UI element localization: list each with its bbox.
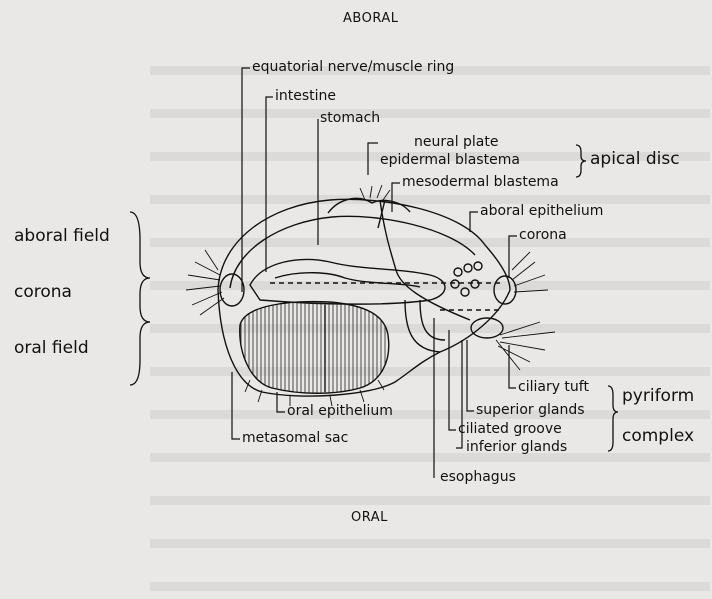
gland-cells	[451, 262, 482, 296]
label-intestine: intestine	[275, 89, 336, 103]
orientation-top: ABORAL	[343, 12, 398, 25]
field-corona: corona	[14, 284, 72, 301]
label-esophagus: esophagus	[440, 470, 516, 484]
orientation-bottom: ORAL	[351, 511, 388, 524]
label-ciliary-tuft: ciliary tuft	[518, 380, 589, 394]
label-neural-plate: neural plate	[414, 135, 499, 149]
label-oral-epithelium: oral epithelium	[287, 404, 393, 418]
group-pyriform: pyriform	[622, 388, 694, 405]
gut-outline	[250, 259, 445, 304]
field-brace	[130, 212, 150, 385]
label-mesodermal-blastema: mesodermal blastema	[402, 175, 559, 189]
group-apical-disc: apical disc	[590, 151, 680, 168]
label-equatorial-ring: equatorial nerve/muscle ring	[252, 60, 454, 74]
label-aboral-epithelium: aboral epithelium	[480, 204, 603, 218]
field-aboral: aboral field	[14, 228, 110, 245]
esophagus-tube	[405, 300, 440, 352]
apical-disc-shape	[328, 198, 410, 213]
label-inferior-glands: inferior glands	[466, 440, 567, 454]
label-superior-glands: superior glands	[476, 403, 585, 417]
field-oral: oral field	[14, 340, 89, 357]
larva-diagram	[0, 0, 712, 529]
label-ciliated-groove: ciliated groove	[458, 422, 562, 436]
group-complex: complex	[622, 428, 694, 445]
label-corona-right: corona	[519, 228, 567, 242]
apical-disc-brace	[576, 145, 586, 177]
neural-connection	[380, 200, 470, 320]
metasomal-sac-outline	[240, 302, 389, 394]
label-metasomal-sac: metasomal sac	[242, 431, 348, 445]
label-epidermal-blastema: epidermal blastema	[380, 153, 520, 167]
pyriform-brace	[608, 386, 618, 451]
label-stomach: stomach	[320, 111, 380, 125]
